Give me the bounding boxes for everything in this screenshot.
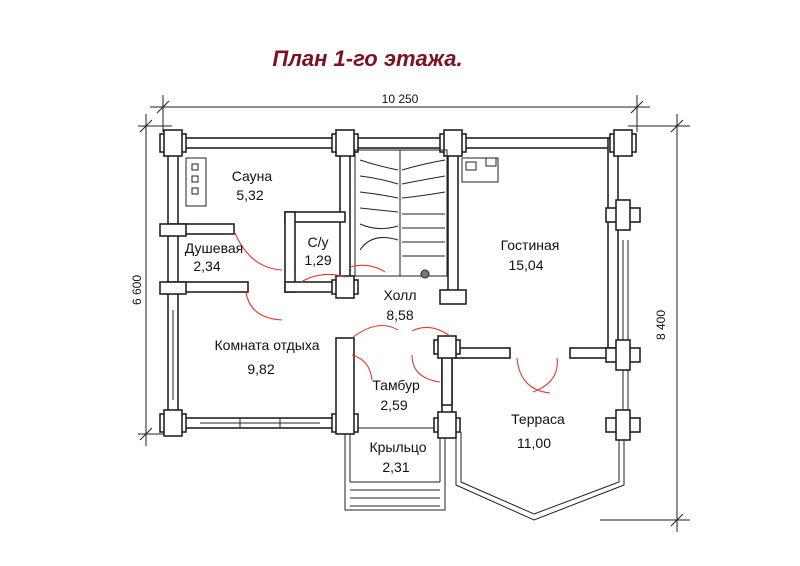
- staircase: [354, 149, 448, 279]
- door-swings: [234, 232, 558, 394]
- fireplace-icon: [461, 157, 499, 183]
- log-ends: [159, 129, 641, 441]
- dimension-lines: [138, 95, 690, 532]
- depth-with-terrace-dimension: 8 400: [654, 310, 668, 340]
- room-area-hall: 8,58: [386, 307, 413, 323]
- room-name-terrace: Терраса: [511, 411, 565, 427]
- room-name-porch: Крыльцо: [369, 439, 426, 455]
- room-area-shower: 2,34: [193, 258, 220, 274]
- room-area-wc: 1,29: [304, 252, 331, 268]
- sauna-stove-icon: [185, 157, 207, 207]
- porch-steps: [344, 427, 446, 511]
- window-bottom: [200, 417, 320, 429]
- room-name-shower: Душевая: [185, 240, 243, 256]
- room-area-vestibule: 2,59: [380, 397, 407, 413]
- room-area-rest-room: 9,82: [247, 361, 274, 377]
- room-area-living: 15,04: [508, 257, 543, 273]
- depth-dimension: 6 600: [130, 275, 144, 305]
- room-area-sauna: 5,32: [236, 187, 263, 203]
- room-name-vestibule: Тамбур: [372, 377, 420, 393]
- terrace-outline: [455, 240, 629, 521]
- room-area-porch: 2,31: [382, 459, 409, 475]
- room-area-terrace: 11,00: [517, 435, 551, 451]
- room-name-rest-room: Комната отдыха: [215, 337, 320, 353]
- room-name-hall: Холл: [384, 287, 417, 303]
- room-name-wc: С/у: [308, 234, 329, 250]
- room-name-living: Гостиная: [501, 237, 560, 253]
- room-name-sauna: Сауна: [232, 168, 273, 184]
- width-dimension: 10 250: [382, 92, 419, 106]
- plan-title: План 1-го этажа.: [272, 46, 463, 71]
